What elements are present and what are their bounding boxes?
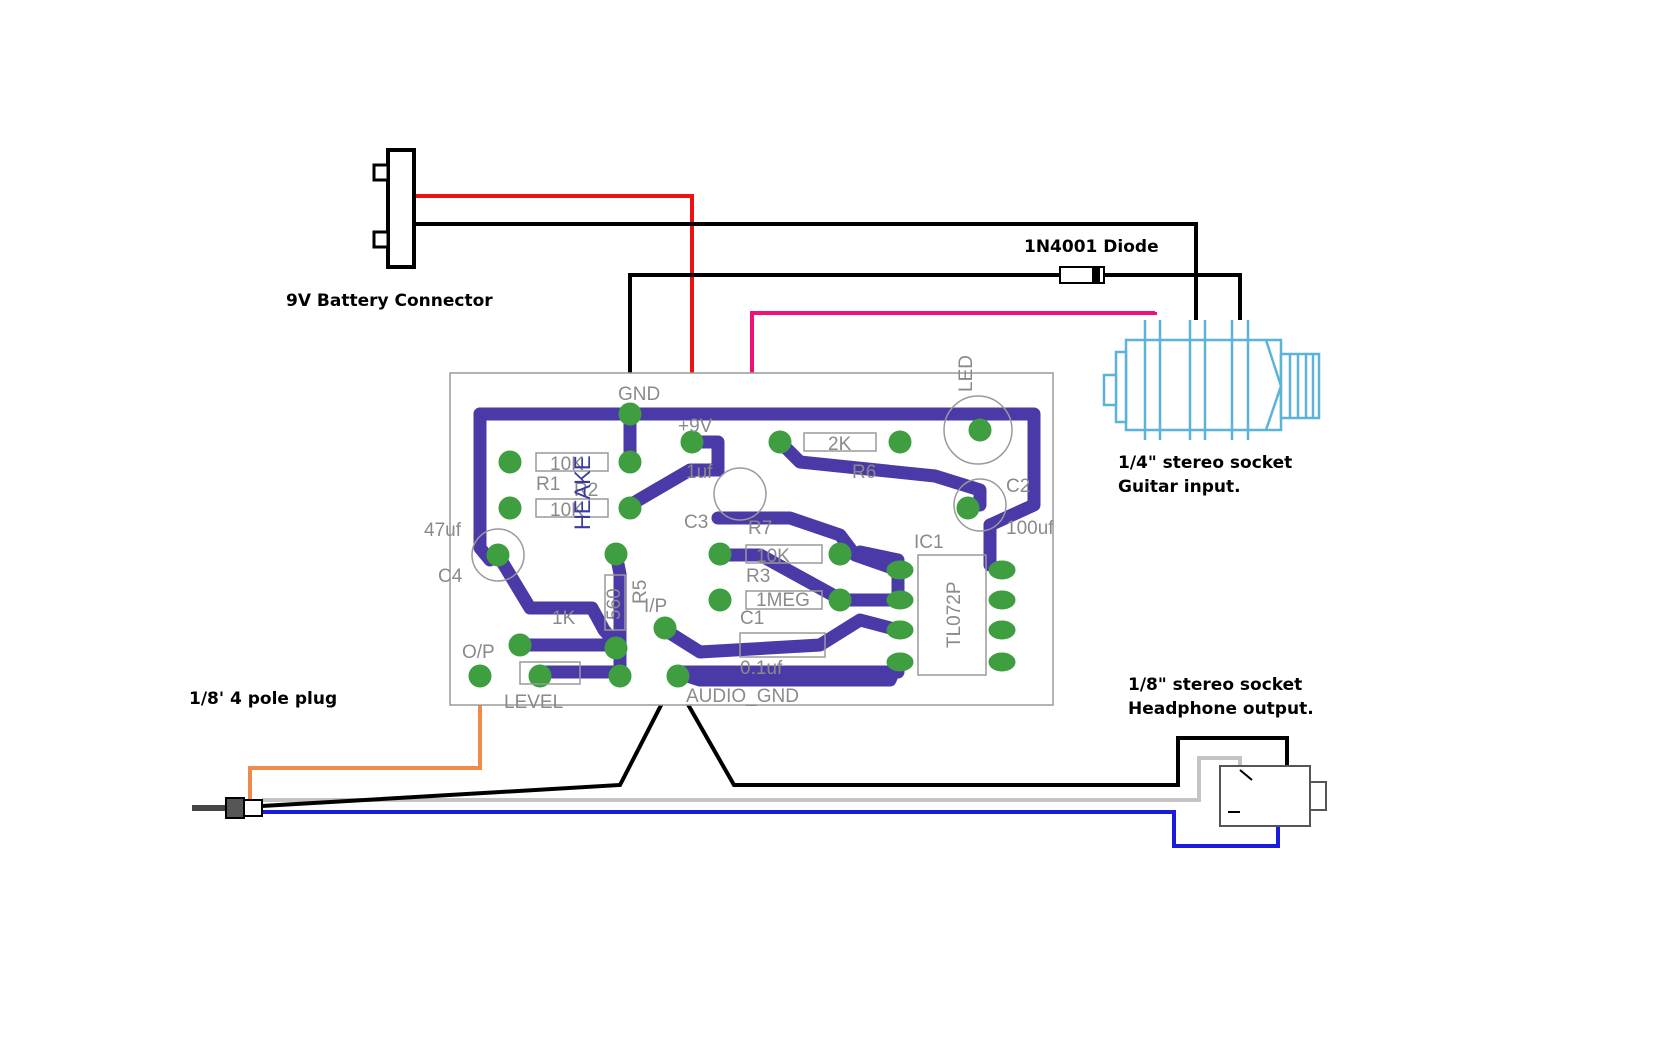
headphone-output-socket xyxy=(1219,765,1327,827)
pcb-label-gnd: GND xyxy=(618,384,660,405)
diode-socket-wire xyxy=(1104,273,1242,320)
pcb-pads xyxy=(468,402,1016,688)
pcb-label-c4: C4 xyxy=(438,566,463,587)
battery-label: 9V Battery Connector xyxy=(286,291,493,311)
pcb-label-c2: C2 xyxy=(1006,476,1030,497)
pcb-label-r7-val: 1MEG xyxy=(756,590,810,611)
headphone-socket-label-2: Headphone output. xyxy=(1128,699,1314,719)
guitar-socket-label-2: Guitar input. xyxy=(1118,477,1241,497)
capacitor-c4 xyxy=(471,528,525,582)
pcb-label-r5: R5 xyxy=(630,580,651,604)
plug-grey-wire xyxy=(262,756,1242,802)
battery-connector xyxy=(372,148,416,269)
battery-negative-wire xyxy=(414,222,1198,320)
headphone-socket-label-1: 1/8" stereo socket xyxy=(1128,675,1302,695)
capacitor-c3 xyxy=(713,467,767,521)
resistor-bodies xyxy=(519,432,987,685)
plug-output-wire xyxy=(248,680,482,804)
pcb-label-c2-val: 100uf xyxy=(1006,518,1054,539)
battery-positive-wire xyxy=(414,194,694,442)
pcb-label-r6-val: 2K xyxy=(828,434,852,455)
pcb-label-r3: R3 xyxy=(746,566,770,587)
audio-plug xyxy=(192,797,263,819)
pcb-label-r2-val: 10K xyxy=(550,500,584,521)
diode-label: 1N4001 Diode xyxy=(1024,237,1159,257)
pcb-label-r1-val: 10K xyxy=(550,454,584,475)
pcb-label-r6: R6 xyxy=(852,462,876,483)
pcb-label-ip: I/P xyxy=(644,596,667,617)
pcb-label-r3-val: 10K xyxy=(756,546,790,567)
pcb-label-c3: C3 xyxy=(684,512,708,533)
diode xyxy=(1059,266,1105,284)
plug-label: 1/8' 4 pole plug xyxy=(189,689,337,709)
pcb-label-r1: R1 xyxy=(536,474,560,495)
pcb-label-op: O/P xyxy=(462,642,495,663)
guitar-input-socket xyxy=(1102,320,1321,440)
capacitor-c2 xyxy=(953,478,1007,532)
pcb-label-r2: R2 xyxy=(574,480,598,501)
pcb-label-c4-val: 47uf xyxy=(424,520,462,541)
pcb-label-led: LED xyxy=(956,355,977,392)
audio-ground-wire xyxy=(261,675,1289,808)
pcb-label-brand: HEAKE xyxy=(570,455,595,530)
pcb-label-r5-val: 560 xyxy=(604,588,625,620)
pcb-label-r7: R7 xyxy=(748,518,772,539)
pcb-board: GND +9V R1 R2 10K 10K HEAKE 1uf C3 2K R6… xyxy=(424,355,1054,713)
pcb-label-9v: +9V xyxy=(678,416,713,437)
pcb-label-1k: 1K xyxy=(552,608,576,629)
guitar-socket-label-1: 1/4" stereo socket xyxy=(1118,453,1292,473)
pcb-label-level: LEVEL xyxy=(504,692,563,713)
ground-diode-wire xyxy=(628,273,1060,412)
led-outline xyxy=(943,395,1013,465)
plug-blue-wire xyxy=(262,810,1280,848)
pcb-label-c3-val: 1uf xyxy=(686,462,713,483)
pcb-label-c1-val: 0.1uf xyxy=(740,658,783,679)
pcb-label-audio-gnd: AUDIO_GND xyxy=(686,686,799,707)
pcb-label-ic1: IC1 xyxy=(914,532,944,553)
pcb-label-c1: C1 xyxy=(740,608,764,629)
pcb-label-ic-part: TL072P xyxy=(944,581,965,648)
